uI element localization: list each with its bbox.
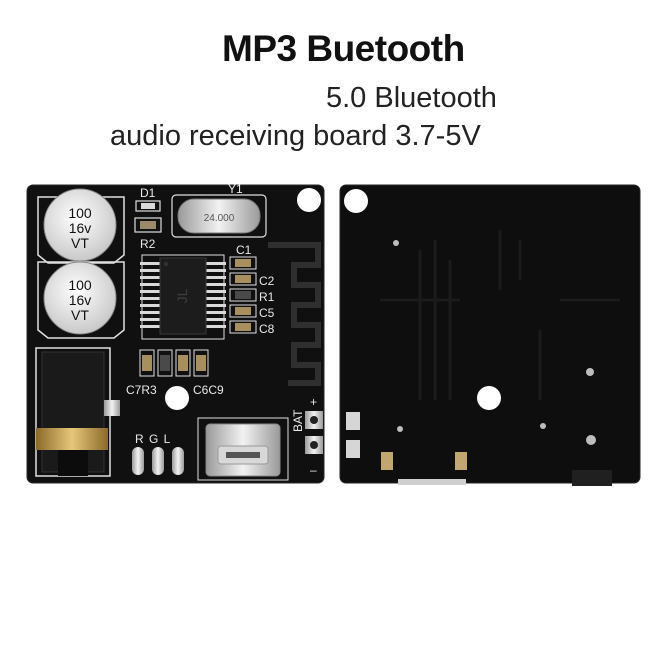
label-c2: C2 bbox=[259, 274, 275, 288]
headline-subtitle-voltage: audio receiving board 3.7-5V bbox=[110, 120, 481, 152]
label-plus: + bbox=[310, 395, 317, 409]
svg-text:JL: JL bbox=[174, 288, 190, 303]
cap-top-line3: VT bbox=[71, 235, 89, 251]
headline-subtitle-bluetooth: 5.0 Bluetooth bbox=[326, 82, 497, 114]
cap-top-line1: 100 bbox=[68, 205, 92, 221]
smd-resistors bbox=[139, 349, 209, 377]
label-rgl: R G L bbox=[135, 432, 171, 446]
cap-bottom-line3: VT bbox=[71, 307, 89, 323]
label-minus: – bbox=[310, 463, 317, 477]
label-c5: C5 bbox=[259, 306, 275, 320]
pcb-antenna-trace bbox=[268, 242, 321, 386]
mounting-hole bbox=[165, 386, 189, 410]
label-c8: C8 bbox=[259, 322, 275, 336]
capacitor-top: 100 16v VT bbox=[37, 188, 125, 264]
back-board bbox=[339, 184, 641, 486]
capacitor-bottom: 100 16v VT bbox=[37, 261, 125, 339]
cap-top-line2: 16v bbox=[69, 220, 92, 236]
label-d1: D1 bbox=[140, 186, 156, 200]
crystal-marking: 24.000 bbox=[204, 213, 235, 224]
crystal-oscillator: 24.000 bbox=[171, 194, 267, 238]
label-c6c9: C6C9 bbox=[193, 383, 224, 397]
smd-capacitors bbox=[229, 256, 257, 334]
label-y1: Y1 bbox=[228, 182, 243, 196]
rgl-solder-pads bbox=[132, 447, 184, 475]
label-c7r3: C7R3 bbox=[126, 383, 157, 397]
headline-title: MP3 Buetooth bbox=[222, 28, 465, 69]
label-bat: BAT bbox=[291, 409, 305, 432]
label-r1: R1 bbox=[259, 290, 275, 304]
main-ic-chip: JL bbox=[140, 254, 226, 340]
label-c1: C1 bbox=[236, 243, 252, 257]
front-board: 100 16v VT 100 16v VT D1 R2 Y1 24.000 bbox=[26, 182, 325, 484]
cap-bottom-line1: 100 bbox=[68, 277, 92, 293]
audio-jack bbox=[35, 347, 120, 477]
label-r2: R2 bbox=[140, 237, 156, 251]
cap-bottom-line2: 16v bbox=[69, 292, 92, 308]
mounting-hole bbox=[297, 188, 321, 212]
mounting-hole bbox=[477, 386, 501, 410]
micro-usb-port bbox=[197, 417, 289, 481]
mounting-hole bbox=[344, 189, 368, 213]
battery-solder-pads bbox=[305, 411, 323, 454]
